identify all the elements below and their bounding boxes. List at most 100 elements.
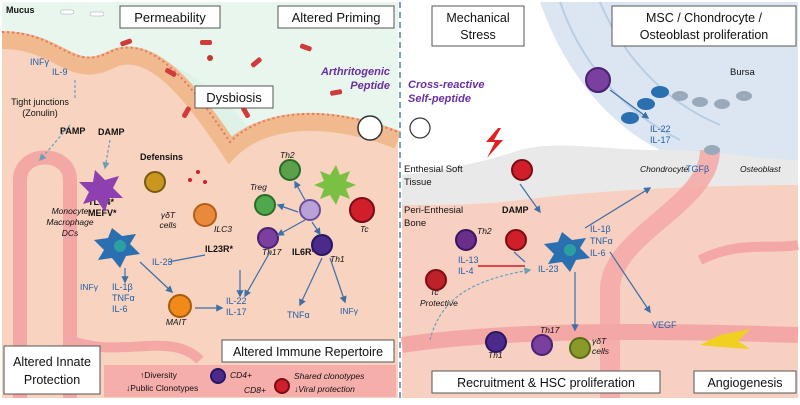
ilc3-cell — [193, 203, 217, 227]
legend-cd8-icon — [274, 378, 290, 394]
damp-left-label: DAMP — [98, 127, 125, 137]
bursa-label: Bursa — [730, 67, 756, 78]
bone-vessel-branch — [697, 240, 799, 265]
dendritic-cell-epithelium — [314, 165, 356, 205]
ilc3-label: ILC3 — [214, 224, 232, 234]
box-altered-priming — [277, 5, 395, 29]
box-mechanical-line2: Stress — [460, 28, 495, 42]
legend-cd4-icon — [210, 368, 226, 384]
tnfa-left-label: TNFα — [112, 293, 135, 303]
tight-junctions-line1: Tight junctions — [11, 97, 69, 107]
gdt-right-line2: cells — [592, 346, 610, 356]
peri-enthesial-line1: Peri-Enthesial — [404, 205, 463, 216]
box-dysbiosis-label: Dysbiosis — [206, 90, 262, 105]
tc-cell-left — [349, 197, 375, 223]
th1-left-label: Th1 — [330, 254, 345, 264]
il23r-label: IL23R* — [205, 244, 234, 254]
th1-cell-right — [485, 331, 507, 353]
chondrocyte-label: Chondrocyte — [640, 164, 688, 174]
il22-right-label: IL-22 — [650, 124, 671, 134]
treg-label: Treg — [250, 182, 267, 192]
cd8-cell-right — [505, 229, 527, 251]
tnfa-right-label: TNFα — [590, 236, 613, 246]
il1b-right-label: IL-1β — [590, 224, 611, 234]
th2-cell-right — [455, 229, 477, 251]
ifng-top-label: INFγ — [30, 57, 49, 67]
il6r-label: IL6R* — [292, 247, 316, 257]
tendon-stripe-2 — [599, 1, 721, 126]
box-altered-repertoire — [221, 339, 395, 363]
box-angiogenesis-label: Angiogenesis — [707, 376, 782, 390]
defensins-label: Defensins — [140, 152, 183, 162]
tc-protective-line1: Tc — [430, 287, 439, 297]
vegf-label: VEGF — [652, 320, 677, 330]
blood-vessel-left-curve — [68, 335, 204, 364]
box-altered-innate-line1: Altered Innate — [13, 355, 91, 369]
box-dysbiosis — [194, 85, 274, 109]
legend-shared-clonotypes: Shared clonotypes — [294, 371, 365, 381]
dot-red-defensin — [188, 178, 192, 182]
il17-left-label: IL-17 — [226, 307, 247, 317]
damp-right-label: DAMP — [502, 205, 529, 215]
right-arrows — [513, 89, 652, 332]
treg-cell — [254, 194, 276, 216]
ifng-bottom-label: INFγ — [80, 282, 99, 292]
box-msc-line1: MSC / Chondrocyte / — [646, 11, 763, 25]
legend-diversity: ↑Diversity — [140, 370, 178, 380]
box-altered-priming-label: Altered Priming — [292, 10, 381, 25]
box-permeability — [119, 5, 221, 29]
epithelium-outline — [1, 31, 399, 144]
tnfa-center-label: TNFα — [287, 310, 310, 320]
th2-left-label: Th2 — [280, 150, 295, 160]
epithelium-band — [1, 31, 402, 165]
legend-cd8-label: CD8+ — [244, 385, 266, 395]
il17-right-label: IL-17 — [650, 135, 671, 145]
il1b-left-label: IL-1β — [112, 282, 133, 292]
mait-label: MAIT — [166, 317, 187, 327]
left-dashed-arrows — [39, 80, 111, 170]
peptide-magnifier-right-icon — [409, 117, 431, 139]
box-msc-line2: Osteoblast proliferation — [640, 28, 769, 42]
il23-right-label: IL-23 — [538, 264, 559, 274]
il6-left-label: IL-6 — [112, 304, 128, 314]
gdt-cell-right — [569, 337, 591, 359]
mefv-label: MEFV* — [88, 208, 117, 218]
arthritogenic-line1: Arthritogenic — [320, 66, 390, 78]
il13-label: IL-13 — [458, 255, 479, 265]
th17-cell-right — [531, 334, 553, 356]
box-altered-innate — [3, 345, 101, 395]
lumen-upper-area — [2, 2, 398, 140]
dot-red-defensin-2 — [196, 170, 200, 174]
il6-right-label: IL-6 — [590, 248, 606, 258]
ifng-right-label: INFγ — [340, 306, 359, 316]
box-angiogenesis — [693, 370, 797, 394]
gdt-cell-left — [144, 171, 166, 193]
endothelial-cell — [700, 329, 750, 349]
il23-left-label: IL-23 — [152, 257, 173, 267]
th1-cell-left — [311, 234, 333, 256]
osteoblast-label: Osteoblast — [740, 164, 781, 174]
th2-cell-left — [279, 159, 301, 181]
mait-cell — [168, 294, 192, 318]
th17-right-label: Th17 — [540, 325, 560, 335]
monocyte-line2: Macrophage — [46, 217, 94, 227]
monocyte-line1: Monocyte — [52, 206, 89, 216]
tc-left-label: Tc — [360, 224, 369, 234]
lightning-icon — [486, 128, 503, 158]
peptide-magnifier-icon — [357, 115, 383, 141]
bacteria-group — [59, 9, 343, 118]
box-permeability-label: Permeability — [134, 10, 206, 25]
legend-viral-protection: ↓Viral protection — [294, 384, 355, 394]
arthritogenic-line2: Peptide — [350, 80, 390, 92]
box-msc-proliferation — [611, 5, 797, 47]
th17-cell-left — [257, 227, 279, 249]
th17-left-label: Th17 — [262, 247, 282, 257]
peri-enthesial-line2: Bone — [404, 218, 426, 229]
il9-label: IL-9 — [52, 67, 68, 77]
naive-t-cell — [299, 199, 321, 221]
box-altered-innate-line2: Protection — [24, 373, 80, 387]
box-recruitment-label: Recruitment & HSC proliferation — [457, 376, 635, 390]
tc-protective-line2: Protective — [420, 298, 458, 308]
